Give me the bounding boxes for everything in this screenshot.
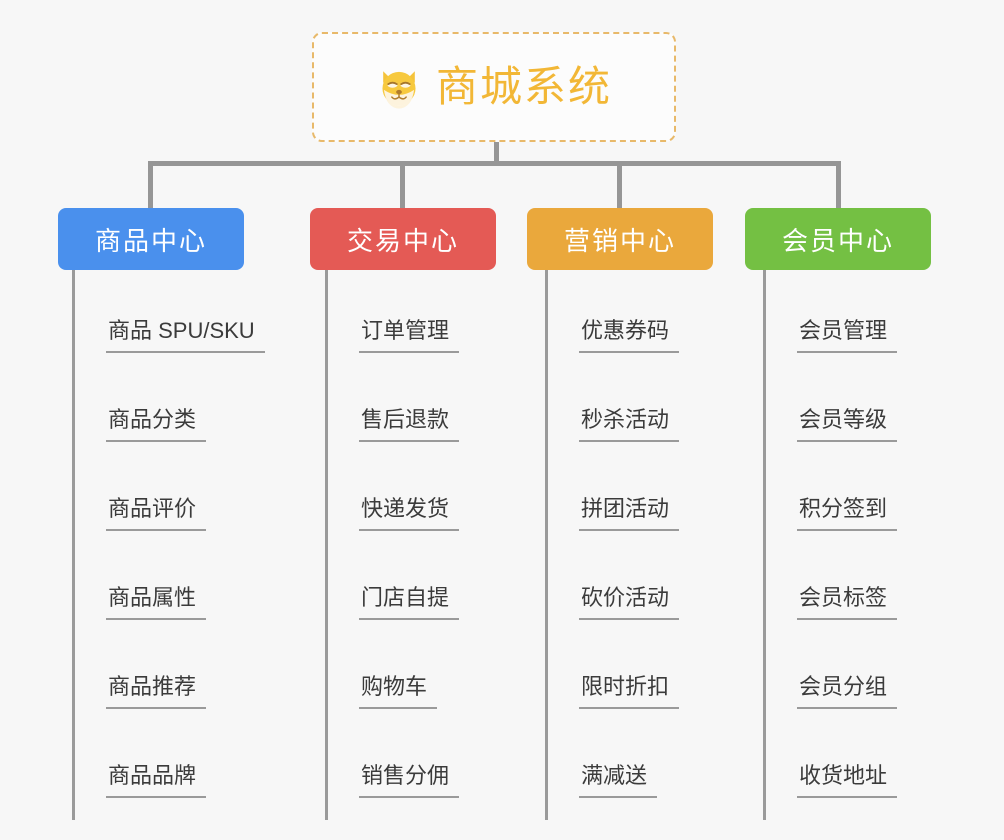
list-item[interactable]: 商品品牌: [72, 715, 302, 804]
column-spine: [545, 270, 548, 820]
list-item-label: 砍价活动: [579, 585, 680, 620]
column-header-product-center[interactable]: 商品中心: [58, 208, 244, 270]
list-item-label: 优惠券码: [579, 318, 680, 353]
list-item-label: 会员分组: [797, 674, 898, 709]
connector-horizontal-bus: [150, 161, 840, 166]
column-body-trade-center: 订单管理 售后退款 快递发货 门店自提 购物车 销售分佣: [325, 270, 525, 820]
column-body-member-center: 会员管理 会员等级 积分签到 会员标签 会员分组 收货地址: [763, 270, 963, 820]
connector-drop-0: [148, 161, 153, 209]
shiba-dog-emoji: [376, 64, 422, 110]
list-item-label: 商品 SPU/SKU: [106, 318, 265, 353]
list-item[interactable]: 售后退款: [325, 359, 525, 448]
list-item-label: 会员等级: [797, 407, 898, 442]
list-item-label: 门店自提: [359, 585, 460, 620]
root-title: 商城系统: [435, 63, 612, 110]
list-item[interactable]: 销售分佣: [325, 715, 525, 804]
list-item[interactable]: 商品分类: [72, 359, 302, 448]
list-item[interactable]: 购物车: [325, 626, 525, 715]
list-item-label: 秒杀活动: [579, 407, 680, 442]
list-item-label: 满减送: [579, 763, 658, 798]
list-item[interactable]: 门店自提: [325, 537, 525, 626]
list-item[interactable]: 会员管理: [763, 270, 963, 359]
column-header-marketing-center[interactable]: 营销中心: [527, 208, 713, 270]
list-item-label: 商品评价: [106, 496, 207, 531]
list-item-label: 会员管理: [797, 318, 898, 353]
column-spine: [763, 270, 766, 820]
column-spine: [72, 270, 75, 820]
column-header-label: 营销中心: [563, 225, 676, 256]
column-header-label: 会员中心: [781, 225, 894, 256]
list-item[interactable]: 限时折扣: [545, 626, 745, 715]
list-item-label: 售后退款: [359, 407, 460, 442]
list-item-label: 收货地址: [797, 763, 898, 798]
column-body-product-center: 商品 SPU/SKU 商品分类 商品评价 商品属性 商品推荐 商品品牌: [72, 270, 302, 820]
list-item-label: 销售分佣: [359, 763, 460, 798]
list-item[interactable]: 收货地址: [763, 715, 963, 804]
list-item-label: 商品属性: [106, 585, 207, 620]
list-item-label: 拼团活动: [579, 496, 680, 531]
list-item[interactable]: 商品评价: [72, 448, 302, 537]
column-header-trade-center[interactable]: 交易中心: [310, 208, 496, 270]
list-item[interactable]: 砍价活动: [545, 537, 745, 626]
list-item-label: 会员标签: [797, 585, 898, 620]
column-header-member-center[interactable]: 会员中心: [745, 208, 931, 270]
root-node[interactable]: 商城系统: [312, 32, 676, 142]
list-item[interactable]: 商品属性: [72, 537, 302, 626]
list-item[interactable]: 会员分组: [763, 626, 963, 715]
list-item-label: 购物车: [359, 674, 438, 709]
list-item[interactable]: 快递发货: [325, 448, 525, 537]
column-header-label: 交易中心: [346, 225, 459, 256]
list-item[interactable]: 会员等级: [763, 359, 963, 448]
list-item[interactable]: 商品 SPU/SKU: [72, 270, 302, 359]
list-item[interactable]: 满减送: [545, 715, 745, 804]
list-item-label: 积分签到: [797, 496, 898, 531]
connector-drop-3: [836, 161, 841, 209]
list-item[interactable]: 优惠券码: [545, 270, 745, 359]
list-item-label: 商品推荐: [106, 674, 207, 709]
list-item[interactable]: 会员标签: [763, 537, 963, 626]
column-body-marketing-center: 优惠券码 秒杀活动 拼团活动 砍价活动 限时折扣 满减送: [545, 270, 745, 820]
list-item[interactable]: 秒杀活动: [545, 359, 745, 448]
list-item-label: 商品分类: [106, 407, 207, 442]
list-item[interactable]: 积分签到: [763, 448, 963, 537]
list-item-label: 商品品牌: [106, 763, 207, 798]
list-item[interactable]: 拼团活动: [545, 448, 745, 537]
connector-root-stem: [494, 142, 499, 165]
column-spine: [325, 270, 328, 820]
list-item-label: 限时折扣: [579, 674, 680, 709]
list-item[interactable]: 订单管理: [325, 270, 525, 359]
list-item[interactable]: 商品推荐: [72, 626, 302, 715]
connector-drop-1: [400, 161, 405, 209]
connector-drop-2: [617, 161, 622, 209]
list-item-label: 订单管理: [359, 318, 460, 353]
column-header-label: 商品中心: [94, 225, 207, 256]
list-item-label: 快递发货: [359, 496, 460, 531]
